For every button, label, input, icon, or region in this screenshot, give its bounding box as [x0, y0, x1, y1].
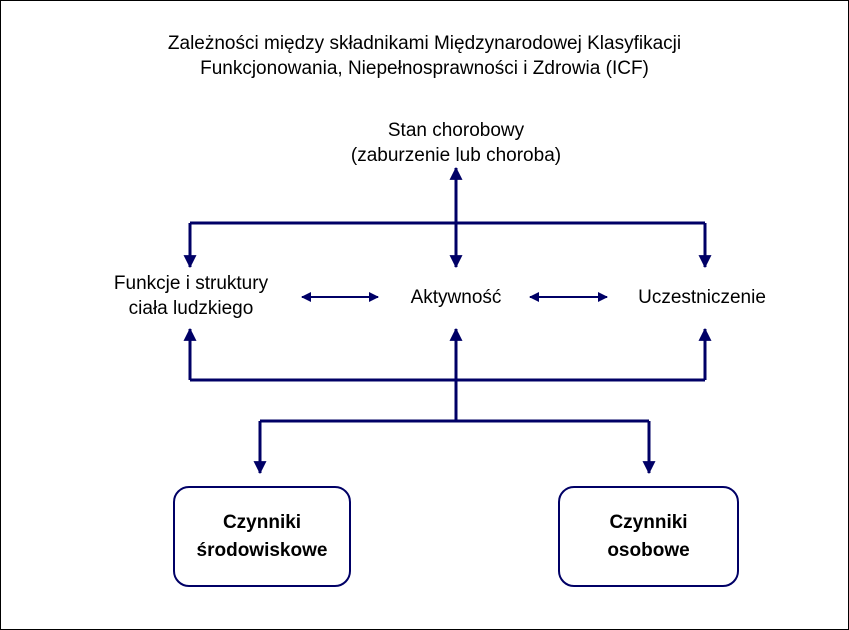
node-health-condition: Stan chorobowy (zaburzenie lub choroba) — [306, 118, 606, 168]
body-functions-line2: ciała ludzkiego — [128, 298, 254, 319]
health-condition-line2: (zaburzenie lub choroba) — [350, 145, 562, 166]
personal-factors-line1: Czynniki — [609, 511, 688, 533]
environmental-factors-line2: środowiskowe — [196, 539, 328, 561]
diagram-title-line2: Funkcjonowania, Niepełnosprawności i Zdr… — [200, 58, 649, 79]
health-condition-line1: Stan chorobowy — [387, 120, 525, 141]
environmental-factors-box: Czynniki środowiskowe — [173, 486, 351, 587]
activity-label: Aktywność — [410, 287, 502, 308]
environmental-factors-line1: Czynniki — [222, 511, 302, 533]
diagram-title: Zależności między składnikami Międzynaro… — [1, 31, 848, 81]
node-activity: Aktywność — [381, 285, 531, 310]
node-participation: Uczestniczenie — [607, 285, 797, 310]
diagram-title-line1: Zależności między składnikami Międzynaro… — [167, 33, 682, 54]
participation-label: Uczestniczenie — [638, 287, 766, 308]
node-body-functions: Funkcje i struktury ciała ludzkiego — [81, 271, 301, 321]
personal-factors-box: Czynniki osobowe — [558, 486, 739, 587]
body-functions-line1: Funkcje i struktury — [113, 273, 269, 294]
personal-factors-line2: osobowe — [607, 539, 690, 561]
